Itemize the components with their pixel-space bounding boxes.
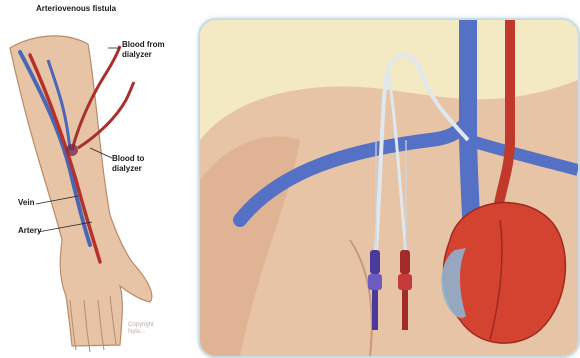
label-blood-from-dialyzer: Blood from dialyzer bbox=[122, 40, 165, 60]
label-vein: Vein bbox=[18, 198, 34, 208]
superior-vena-cava bbox=[468, 20, 472, 240]
label-artery: Artery bbox=[18, 226, 42, 236]
venous-lumen-hub bbox=[368, 274, 382, 290]
venous-lumen-clamp bbox=[370, 250, 380, 274]
arterial-lumen-tip bbox=[402, 290, 408, 330]
arteriovenous-fistula-illustration: Arteriovenous fistula Blood from dialyze… bbox=[0, 0, 195, 358]
arterial-lumen-hub bbox=[398, 274, 412, 290]
figure-title: Arteriovenous fistula bbox=[36, 4, 116, 14]
label-blood-to-dialyzer: Blood to dialyzer bbox=[112, 154, 144, 174]
chest-drawing bbox=[200, 20, 578, 356]
copyright-watermark: Copyright Nyla... bbox=[128, 322, 154, 336]
heart bbox=[443, 203, 565, 344]
arterial-lumen-clamp bbox=[400, 250, 410, 274]
forearm-drawing bbox=[0, 0, 195, 358]
central-catheter-illustration bbox=[198, 18, 580, 358]
fistula-junction bbox=[66, 144, 78, 156]
forearm-shape bbox=[10, 36, 152, 346]
venous-lumen-tip bbox=[372, 290, 378, 330]
